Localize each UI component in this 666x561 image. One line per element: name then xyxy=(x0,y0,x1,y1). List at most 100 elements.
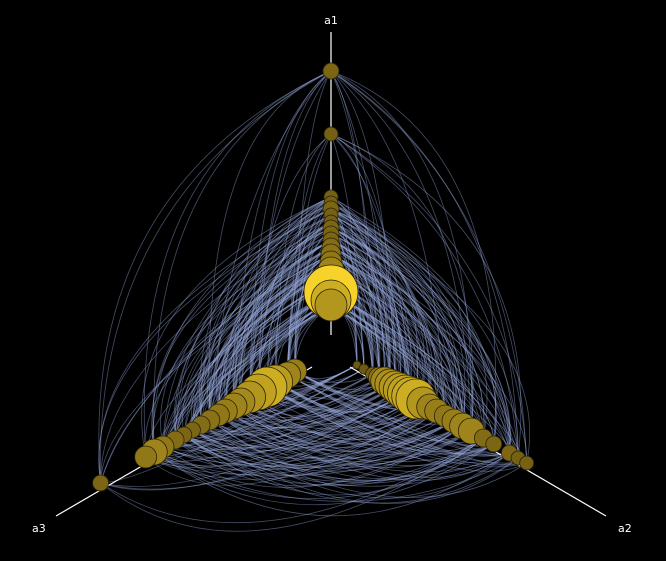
edge-link xyxy=(330,233,380,379)
edge-link xyxy=(100,239,332,484)
edge-link xyxy=(275,381,495,454)
edge-link xyxy=(294,70,332,372)
edge-link xyxy=(330,196,401,391)
edge-link xyxy=(330,221,401,391)
node-a1 xyxy=(323,126,339,142)
edge-link xyxy=(330,239,431,408)
edge-link xyxy=(209,419,484,482)
edge-link xyxy=(330,227,497,445)
edge-link xyxy=(208,70,332,421)
edge-link xyxy=(98,202,332,484)
edge-link xyxy=(330,291,495,445)
edge-link xyxy=(192,380,385,433)
edge-link xyxy=(257,202,332,393)
edge-link xyxy=(192,429,472,472)
edge-link xyxy=(330,253,484,439)
edge-link xyxy=(233,405,463,446)
edge-link xyxy=(240,196,332,403)
edge-link xyxy=(330,208,488,439)
edge-link xyxy=(209,239,332,421)
edge-link xyxy=(330,227,510,454)
edge-link xyxy=(233,405,437,448)
edge-link xyxy=(266,386,527,464)
edge-link xyxy=(330,227,485,439)
edge-link xyxy=(152,239,332,453)
edge-link xyxy=(294,370,519,459)
edge-link xyxy=(218,383,391,423)
edge-link xyxy=(330,239,463,427)
edge-link xyxy=(233,221,332,407)
edge-link xyxy=(100,261,332,484)
edge-link xyxy=(233,405,430,446)
edge-link xyxy=(182,253,332,436)
edge-link xyxy=(249,396,437,440)
edge-link xyxy=(330,291,510,454)
edge-link xyxy=(100,437,484,532)
edge-link xyxy=(266,196,332,388)
edge-link xyxy=(330,227,412,397)
edge-link xyxy=(330,269,519,459)
edge-link xyxy=(287,202,332,376)
edge-link xyxy=(330,233,439,412)
edge-link xyxy=(98,70,332,484)
node-a3 xyxy=(92,474,109,492)
edge-link xyxy=(191,253,332,431)
edge-link xyxy=(330,253,511,454)
edge-link xyxy=(145,406,430,486)
edge-link xyxy=(330,202,464,427)
edge-link xyxy=(200,214,332,426)
edge-link xyxy=(154,415,446,471)
edge-link xyxy=(218,414,472,465)
edge-link xyxy=(330,246,511,454)
edge-link xyxy=(266,246,332,388)
edge-link xyxy=(249,396,417,425)
edge-link xyxy=(330,208,466,427)
edge-link xyxy=(145,420,455,475)
edge-link xyxy=(233,70,332,407)
edge-link xyxy=(153,70,332,453)
edge-link xyxy=(330,202,446,417)
edge-link xyxy=(209,392,406,437)
edge-link xyxy=(183,434,510,487)
edge-link xyxy=(330,227,397,388)
edge-link xyxy=(330,239,406,394)
edge-link xyxy=(98,208,332,484)
edge-link xyxy=(275,133,332,383)
edge-link xyxy=(274,227,332,383)
edge-link xyxy=(330,239,484,439)
edge-link xyxy=(162,430,472,476)
edge-link xyxy=(330,208,510,454)
edge-link xyxy=(330,253,528,464)
edge-link xyxy=(330,70,519,459)
edge-link xyxy=(330,133,474,432)
edge-link xyxy=(183,434,494,483)
edge-link xyxy=(330,291,495,445)
edge-link xyxy=(154,451,510,517)
edge-link xyxy=(200,279,332,426)
edge-link xyxy=(330,221,412,397)
edge-link xyxy=(209,253,332,421)
edge-link xyxy=(330,133,522,459)
edge-link xyxy=(330,246,465,427)
edge-link xyxy=(100,437,484,523)
edge-link xyxy=(162,420,455,467)
edge-link xyxy=(330,253,463,427)
edge-link xyxy=(209,70,332,421)
edge-link xyxy=(330,227,511,454)
edge-link xyxy=(143,70,332,458)
edge-link xyxy=(162,410,437,465)
edge-link xyxy=(287,133,332,376)
edge-link xyxy=(330,208,438,412)
edge-link xyxy=(266,386,484,452)
edge-link xyxy=(330,70,497,445)
edge-link xyxy=(192,429,519,504)
axis-a2-label: a2 xyxy=(618,522,632,535)
edge-link xyxy=(330,246,381,379)
edge-link xyxy=(233,402,424,443)
edge-link xyxy=(162,425,463,488)
edge-link xyxy=(330,214,474,432)
edge-link xyxy=(200,239,332,426)
edge-link xyxy=(174,239,332,441)
edge-link xyxy=(154,451,519,502)
edge-link xyxy=(162,269,332,448)
